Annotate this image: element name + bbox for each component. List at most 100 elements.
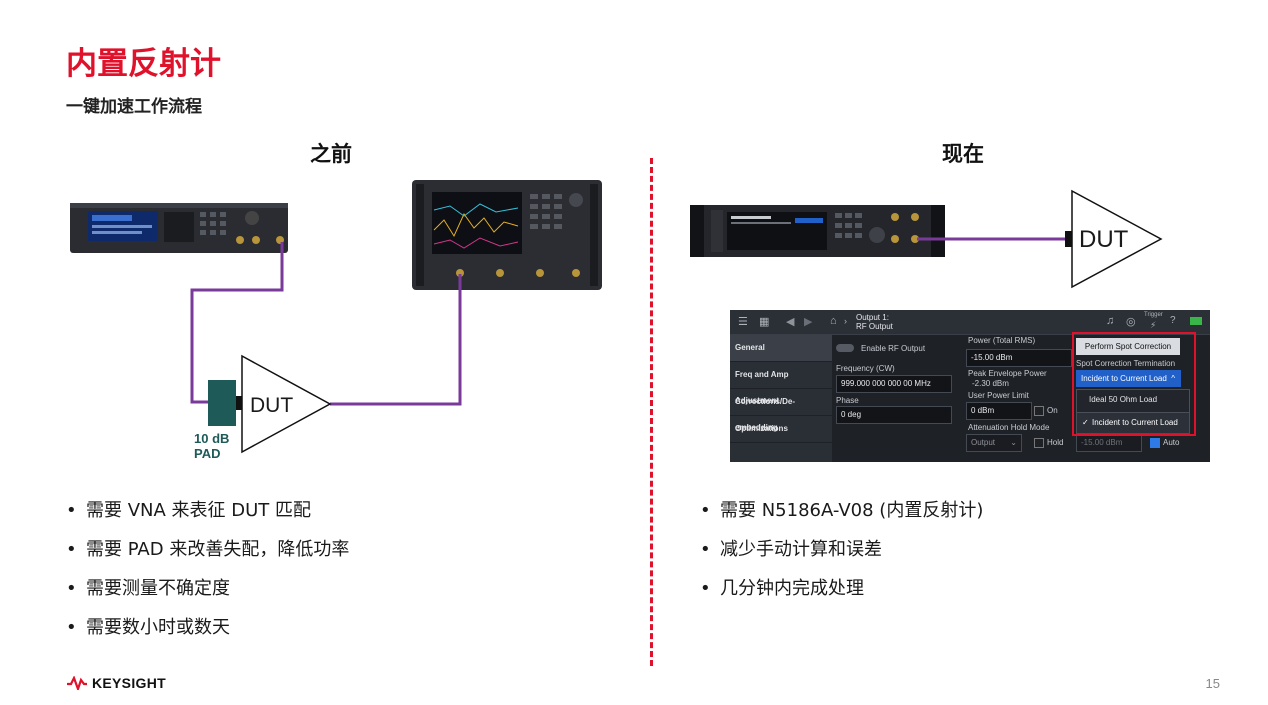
apps-grid-icon[interactable]: ▦ <box>759 316 770 328</box>
breadcrumb-line2: RF Output <box>856 322 893 331</box>
list-item: •几分钟内完成处理 <box>700 578 864 599</box>
bullet-icon: • <box>700 539 711 560</box>
help-icon[interactable]: ? <box>1170 315 1176 326</box>
slide-subtitle: 一键加速工作流程 <box>66 97 202 117</box>
before-bullets: •需要 VNA 来表征 DUT 匹配 •需要 PAD 来改善失配，降低功率 •需… <box>66 500 349 656</box>
vna-image <box>412 180 602 290</box>
nav-freq-amp[interactable]: Freq and Amp Adjustment <box>730 362 832 405</box>
spot-correction-termination-label: Spot Correction Termination <box>1076 359 1176 368</box>
spot-termination-menu: Ideal 50 Ohm Load ✓ Incident to Current … <box>1076 389 1190 434</box>
user-power-limit-input[interactable]: 0 dBm <box>966 402 1032 420</box>
user-power-limit-label: User Power Limit <box>968 391 1029 400</box>
signal-generator-image <box>70 203 288 253</box>
rf-output-toggle[interactable] <box>836 344 854 352</box>
now-setup-diagram <box>690 189 1163 289</box>
atten-hold-value: Output <box>971 438 996 447</box>
frequency-input[interactable]: 999.000 000 000 00 MHz <box>836 375 952 393</box>
nav-corrections[interactable]: Corrections/De-embedding <box>730 389 832 432</box>
list-item: •需要测量不确定度 <box>66 578 230 599</box>
auto-label: Auto <box>1163 438 1180 448</box>
now-bullets: •需要 N5186A-V08 (内置反射计) •减少手动计算和误差 •几分钟内完… <box>700 500 983 617</box>
bullet-icon: • <box>66 539 77 560</box>
connector-icon <box>236 396 242 410</box>
check-icon: ✓ <box>1082 418 1089 427</box>
connector-icon <box>1065 231 1072 247</box>
page-number: 15 <box>1205 676 1220 691</box>
list-item: •减少手动计算和误差 <box>700 539 882 560</box>
menu-option-incident: Incident to Current Load <box>1092 418 1178 427</box>
keysight-wave-icon <box>67 676 87 690</box>
hamburger-icon[interactable]: ☰ <box>738 316 748 328</box>
home-icon[interactable]: ⌂ <box>830 315 837 327</box>
settings-nav: General Freq and Amp Adjustment Correcti… <box>730 335 832 462</box>
before-setup-diagram <box>70 180 602 454</box>
power-input[interactable]: -15.00 dBm <box>966 349 1072 367</box>
dut-amplifier-triangle-right <box>1071 189 1163 289</box>
spot-termination-selected: Incident to Current Load <box>1081 374 1167 383</box>
list-item: •需要 PAD 来改善失配，降低功率 <box>66 539 350 560</box>
spot-termination-dropdown[interactable]: Incident to Current Load ^ <box>1076 370 1181 387</box>
slide-title: 内置反射计 <box>66 46 221 82</box>
menu-option-incident-row[interactable]: ✓ Incident to Current Load <box>1077 412 1189 433</box>
enable-rf-output-label: Enable RF Output <box>861 344 926 353</box>
atten-hold-select[interactable]: Output ⌄ <box>966 434 1022 452</box>
power-limit-on-checkbox[interactable]: On <box>1034 406 1058 416</box>
back-icon[interactable]: ◀ <box>786 316 795 328</box>
phase-label: Phase <box>836 396 859 405</box>
atten-hold-label: Attenuation Hold Mode <box>968 423 1050 432</box>
chevron-up-icon: ^ <box>1171 374 1175 383</box>
peak-envelope-value: -2.30 dBm <box>972 379 1009 388</box>
bullet-icon: • <box>66 500 77 521</box>
now-heading: 现在 <box>942 142 984 166</box>
pad-label-name: PAD <box>194 446 221 461</box>
hold-checkbox[interactable]: Hold <box>1034 438 1063 448</box>
status-check-icon[interactable]: ◎ <box>1126 316 1136 328</box>
breadcrumb: Output 1: RF Output <box>856 313 893 331</box>
logo-text: KEYSIGHT <box>92 675 166 691</box>
dut-label-left: DUT <box>250 394 294 417</box>
checkbox-icon <box>1034 438 1044 448</box>
breadcrumb-line1: Output 1: <box>856 313 889 322</box>
dut-amplifier-triangle <box>241 354 332 454</box>
breadcrumb-chevron-icon: › <box>844 316 847 326</box>
peak-envelope-label: Peak Envelope Power <box>968 369 1047 378</box>
on-label: On <box>1047 406 1058 416</box>
hold-label: Hold <box>1047 438 1064 448</box>
list-item: •需要数小时或数天 <box>66 617 230 638</box>
pad-label: 10 dB PAD <box>194 431 229 461</box>
column-divider <box>650 158 653 666</box>
frequency-label: Frequency (CW) <box>836 364 895 373</box>
nav-optimizations[interactable]: Optimizations <box>730 416 832 443</box>
nav-general[interactable]: General <box>730 335 832 362</box>
bullet-icon: • <box>700 500 711 521</box>
menu-option-ideal-50-ohm[interactable]: Ideal 50 Ohm Load <box>1089 395 1158 404</box>
power-label: Power (Total RMS) <box>968 336 1036 345</box>
cable-siggen-to-pad <box>190 242 284 404</box>
list-item: •需要 VNA 来表征 DUT 匹配 <box>66 500 312 521</box>
auto-checkbox[interactable]: Auto <box>1150 438 1179 448</box>
bottom-power-input[interactable]: -15.00 dBm <box>1076 434 1142 452</box>
trigger-icon[interactable]: ⚡ <box>1150 320 1157 330</box>
before-heading: 之前 <box>310 142 352 166</box>
keysight-logo: KEYSIGHT <box>66 675 166 691</box>
pad-label-value: 10 dB <box>194 431 230 446</box>
bullet-icon: • <box>700 578 711 599</box>
checkbox-checked-icon <box>1150 438 1160 448</box>
pad-attenuator <box>208 380 236 426</box>
trigger-label: Trigger <box>1144 312 1163 318</box>
n5186a-instrument-image <box>690 205 945 257</box>
bullet-icon: • <box>66 578 77 599</box>
bullet-icon: • <box>66 617 77 638</box>
list-item: •需要 N5186A-V08 (内置反射计) <box>700 500 984 521</box>
chevron-down-icon: ⌄ <box>1010 438 1017 447</box>
rf-status-icon[interactable] <box>1190 317 1202 325</box>
forward-icon[interactable]: ▶ <box>804 316 813 328</box>
panel-topbar: ☰ ▦ ◀ ▶ ⌂ › Output 1: RF Output ♫ ◎ Trig… <box>730 310 1210 335</box>
bell-icon[interactable]: ♫ <box>1106 315 1115 327</box>
dut-label-right: DUT <box>1079 226 1129 253</box>
cable-dut-to-vna <box>330 274 462 406</box>
rf-output-settings-panel: ☰ ▦ ◀ ▶ ⌂ › Output 1: RF Output ♫ ◎ Trig… <box>730 310 1210 462</box>
highlight-box <box>1072 332 1196 436</box>
perform-spot-correction-button[interactable]: Perform Spot Correction <box>1076 338 1180 355</box>
phase-input[interactable]: 0 deg <box>836 406 952 424</box>
